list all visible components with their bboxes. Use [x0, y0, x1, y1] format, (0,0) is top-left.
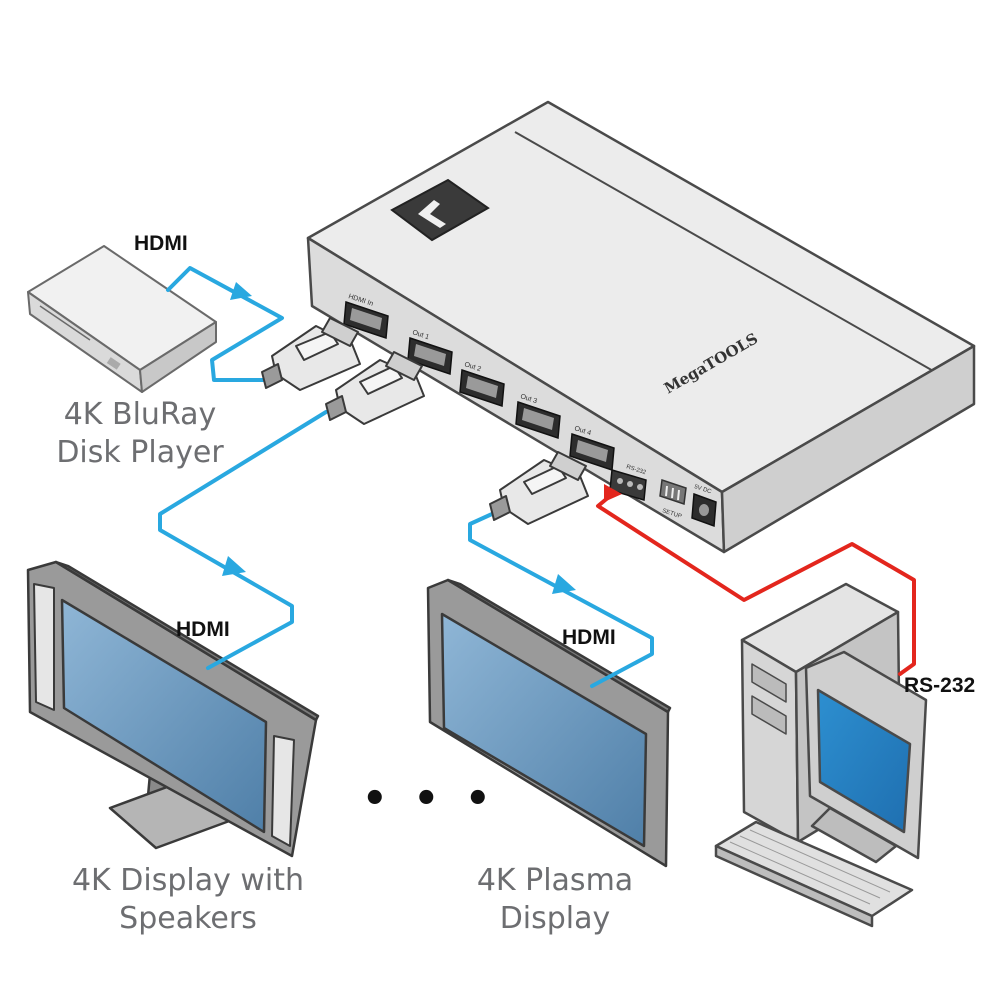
label-hdmi-out1: HDMI: [176, 618, 230, 641]
brand-logo: [390, 178, 490, 242]
label-display1-line1: 4K Display with: [71, 863, 305, 898]
label-display2-line1: 4K Plasma: [476, 863, 634, 898]
hdmi-plug-out1: [325, 351, 425, 425]
label-display2-line2: Display: [499, 901, 611, 936]
rear-label-1: SETUP: [661, 508, 682, 520]
arrow-hdmi-input: [230, 282, 252, 300]
plasma-display: [426, 578, 672, 868]
label-display1: 4K Display with Speakers: [48, 862, 328, 938]
port-out-1: [407, 336, 453, 376]
port-label-4: Out 4: [573, 425, 592, 437]
arrow-hdmi-out4: [552, 574, 576, 594]
port-out-2: [459, 368, 505, 408]
port-label-3: Out 3: [519, 393, 538, 405]
label-hdmi-input: HDMI: [134, 232, 188, 255]
label-rs232: RS-232: [904, 674, 976, 697]
display-with-speakers: [26, 560, 320, 858]
label-display2: 4K Plasma Display: [440, 862, 670, 938]
port-label-1: Out 1: [411, 329, 430, 341]
port-hdmi-in: [343, 300, 389, 340]
setup-dip-switch: [659, 478, 687, 506]
control-pc: [714, 582, 928, 928]
rs232-cable: [596, 494, 916, 676]
hdmi-cable-input: [166, 266, 284, 382]
arrow-rs232: [604, 484, 622, 502]
rear-label-2: 5V DC: [693, 484, 712, 495]
arrow-hdmi-out1: [222, 556, 246, 576]
port-label-2: Out 2: [463, 361, 482, 373]
hdmi-plug-out4: [489, 451, 589, 525]
label-display1-line2: Speakers: [119, 901, 257, 936]
hdmi-plug-input: [261, 317, 361, 391]
label-hdmi-out4: HDMI: [562, 626, 616, 649]
label-source-line2: Disk Player: [56, 435, 224, 470]
port-out-3: [515, 400, 561, 440]
label-source-device: 4K BluRay Disk Player: [40, 396, 240, 472]
more-displays-ellipsis: • • •: [362, 776, 497, 822]
label-source-line1: 4K BluRay: [63, 397, 217, 432]
bluray-player: [27, 245, 217, 393]
power-jack: [691, 492, 717, 528]
